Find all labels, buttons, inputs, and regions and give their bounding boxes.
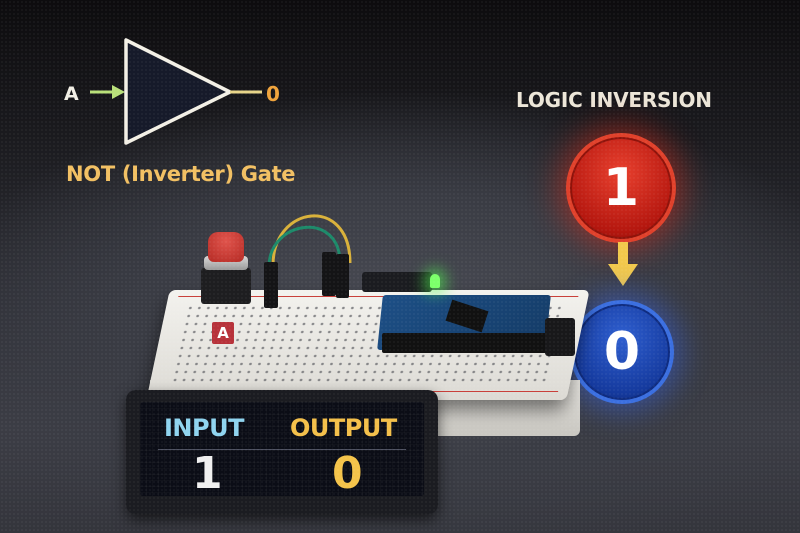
jumper-wires xyxy=(267,214,352,268)
usb-connector xyxy=(545,318,575,356)
button-tag: A xyxy=(212,322,234,344)
display-output-value: 0 xyxy=(332,448,363,499)
display-divider xyxy=(158,449,406,450)
io-display: INPUT OUTPUT 1 0 xyxy=(126,390,438,514)
input-value-circle: 1 xyxy=(566,133,676,243)
logic-inversion-title: LOGIC INVERSION xyxy=(516,88,712,112)
down-arrow-icon xyxy=(608,242,638,286)
display-input-value: 1 xyxy=(192,448,223,499)
green-led-icon xyxy=(430,274,440,288)
jumper-pin xyxy=(336,254,349,298)
gate-title: NOT (Inverter) Gate xyxy=(66,162,296,186)
jumper-pin xyxy=(264,262,278,308)
output-value-circle: 0 xyxy=(570,300,674,404)
input-value: 1 xyxy=(602,158,640,218)
jumper-pin xyxy=(322,252,336,296)
pin-header xyxy=(382,333,550,353)
display-screen: INPUT OUTPUT 1 0 xyxy=(140,402,424,499)
sensor-module xyxy=(362,272,432,292)
output-value: 0 xyxy=(603,322,641,382)
display-input-label: INPUT xyxy=(164,414,244,442)
display-output-label: OUTPUT xyxy=(290,414,397,442)
not-gate-symbol-icon xyxy=(90,38,262,145)
gate-output-label: 0 xyxy=(266,82,280,106)
gate-input-label: A xyxy=(64,83,79,105)
pushbutton-cap[interactable] xyxy=(208,232,244,262)
pushbutton-body xyxy=(201,268,251,304)
